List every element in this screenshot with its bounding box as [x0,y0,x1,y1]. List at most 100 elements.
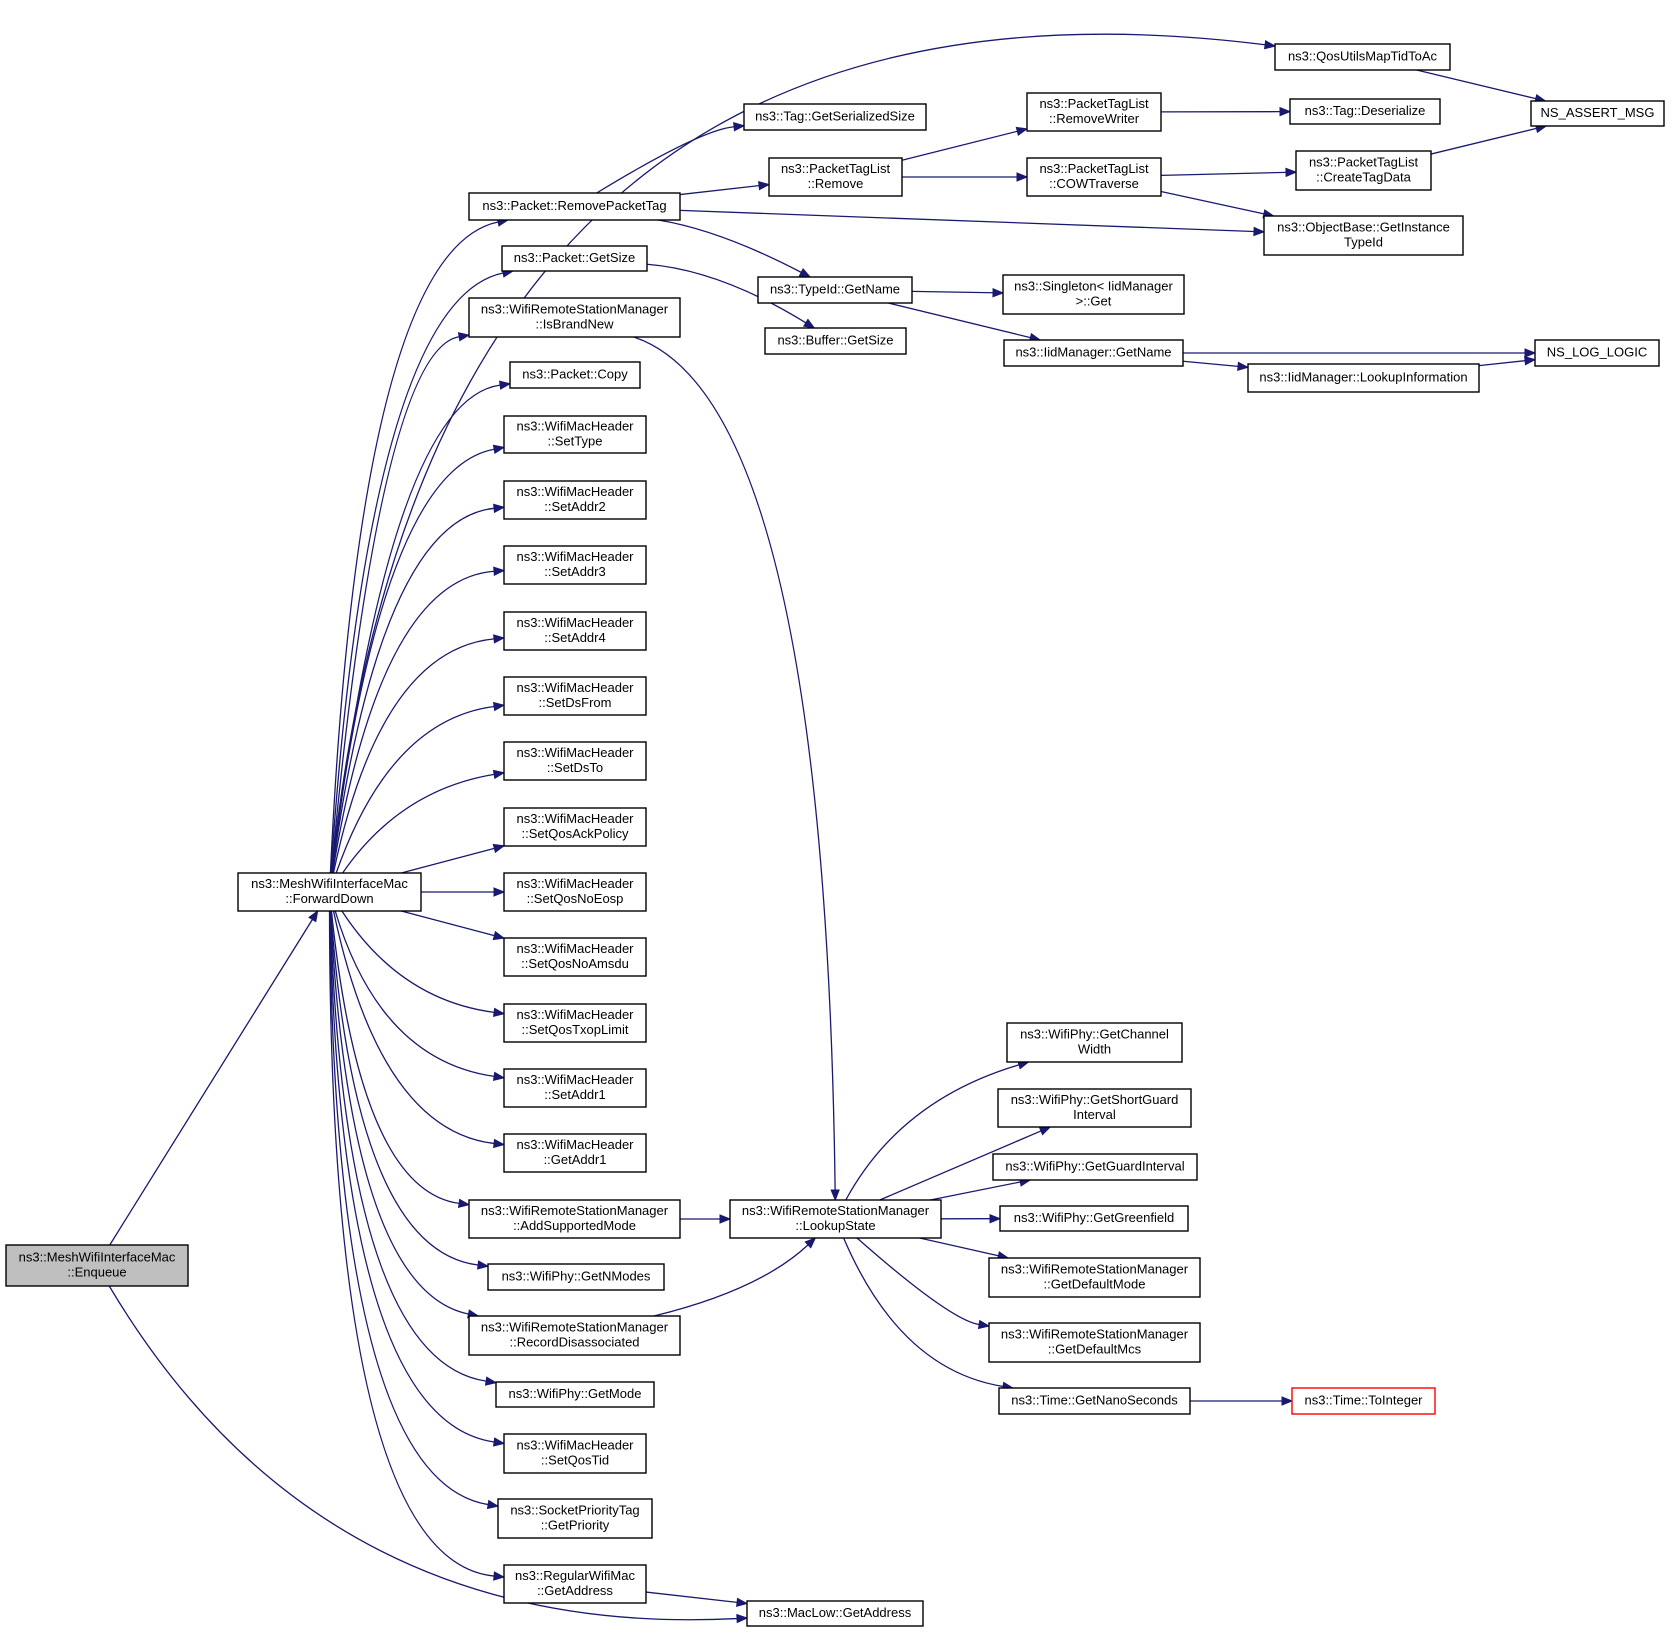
node-qosUtilsMapTidToAc[interactable]: ns3::QosUtilsMapTidToAc [1274,43,1451,71]
node-packetGetSize[interactable]: ns3::Packet::GetSize [501,245,648,272]
node-label: ns3::WifiMacHeader [516,419,634,434]
node-label: ns3::WifiMacHeader [516,549,634,564]
node-getNModes[interactable]: ns3::WifiPhy::GetNModes [487,1263,665,1291]
arrowhead-setAddr4 [493,634,506,644]
call-edge-qosUtilsMapTidToAc-to-nsAssertMsg [1416,69,1536,100]
node-createTagData[interactable]: ns3::PacketTagList::CreateTagData [1295,150,1432,191]
node-getGuardInterval[interactable]: ns3::WifiPhy::GetGuardInterval [992,1153,1198,1181]
node-label: ns3::WifiPhy::GetGreenfield [1014,1210,1174,1225]
node-setAddr2[interactable]: ns3::WifiMacHeader::SetAddr2 [503,480,647,520]
node-getAddr1[interactable]: ns3::WifiMacHeader::GetAddr1 [503,1133,647,1173]
node-box [503,676,647,716]
node-setAddr1[interactable]: ns3::WifiMacHeader::SetAddr1 [503,1068,647,1108]
node-box [503,1068,647,1108]
node-label: ns3::PacketTagList [1039,161,1149,176]
node-setAddr4[interactable]: ns3::WifiMacHeader::SetAddr4 [503,611,647,651]
node-setDsFrom[interactable]: ns3::WifiMacHeader::SetDsFrom [503,676,647,716]
node-box [503,937,647,977]
node-label: ::SetQosTxopLimit [522,1022,629,1037]
node-singletonGet[interactable]: ns3::Singleton< IidManager>::Get [1002,274,1185,315]
node-addSupportedMode[interactable]: ns3::WifiRemoteStationManager::AddSuppor… [468,1199,681,1239]
node-setQosTxopLimit[interactable]: ns3::WifiMacHeader::SetQosTxopLimit [503,1003,647,1043]
call-edge-removePacketTag-to-typeIdGetName [657,219,802,273]
node-label: ns3::MeshWifiInterfaceMac [251,876,408,891]
call-edge-forwardDown-to-getAddr1 [332,910,495,1145]
node-setQosAckPolicy[interactable]: ns3::WifiMacHeader::SetQosAckPolicy [503,807,647,847]
node-setQosNoAmsdu[interactable]: ns3::WifiMacHeader::SetQosNoAmsdu [503,937,647,977]
node-box [468,297,681,338]
node-enqueue[interactable]: ns3::MeshWifiInterfaceMac::Enqueue [5,1244,189,1287]
node-forwardDown[interactable]: ns3::MeshWifiInterfaceMac::ForwardDown [237,872,422,912]
node-label: ::Remove [808,176,864,191]
node-box [468,1199,681,1239]
node-box [1247,363,1480,393]
call-edge-forwardDown-to-recordDisassociated [329,910,469,1315]
node-setQosNoEosp[interactable]: ns3::WifiMacHeader::SetQosNoEosp [503,872,647,912]
call-edge-isBrandNew-to-lookupState [633,336,836,1191]
node-getDefaultMcs[interactable]: ns3::WifiRemoteStationManager::GetDefaul… [988,1322,1201,1363]
node-label: ::SetDsFrom [539,695,612,710]
node-lookupInformation[interactable]: ns3::IidManager::LookupInformation [1247,363,1480,393]
call-edge-removePacketTag-to-getInstanceTypeId [679,209,1255,233]
node-label: ns3::WifiRemoteStationManager [1001,1327,1189,1342]
node-cowTraverse[interactable]: ns3::PacketTagList::COWTraverse [1026,157,1162,197]
node-macLowGetAddress[interactable]: ns3::MacLow::GetAddress [746,1600,924,1627]
node-label: ::SetQosNoAmsdu [521,956,629,971]
node-tagDeserialize[interactable]: ns3::Tag::Deserialize [1289,98,1441,125]
node-getDefaultMode[interactable]: ns3::WifiRemoteStationManager::GetDefaul… [988,1257,1201,1298]
node-bufferGetSize[interactable]: ns3::Buffer::GetSize [764,327,907,355]
node-label: >::Get [1076,294,1112,309]
node-box [999,1205,1189,1232]
node-label: ::SetAddr1 [544,1087,605,1102]
node-tagGetSerializedSize[interactable]: ns3::Tag::GetSerializedSize [743,103,927,131]
node-recordDisassociated[interactable]: ns3::WifiRemoteStationManager::RecordDis… [468,1315,681,1356]
node-label: ns3::WifiMacHeader [516,680,634,695]
node-label: Interval [1073,1107,1116,1122]
node-typeIdGetName[interactable]: ns3::TypeId::GetName [757,276,913,304]
node-getNanoSeconds[interactable]: ns3::Time::GetNanoSeconds [998,1387,1191,1415]
node-packetTagListRemove[interactable]: ns3::PacketTagList::Remove [768,157,903,197]
node-lookupState[interactable]: ns3::WifiRemoteStationManager::LookupSta… [729,1199,942,1239]
node-label: ::GetAddr1 [544,1152,607,1167]
call-edge-lookupState-to-getGuardInterval [930,1181,1021,1201]
node-box [1026,92,1162,132]
call-edge-enqueue-to-macLowGetAddress [108,1285,738,1621]
node-nsLogLogic[interactable]: NS_LOG_LOGIC [1534,339,1660,367]
node-getPriority[interactable]: ns3::SocketPriorityTag::GetPriority [497,1498,653,1539]
node-setDsTo[interactable]: ns3::WifiMacHeader::SetDsTo [503,741,647,781]
node-getGreenfield[interactable]: ns3::WifiPhy::GetGreenfield [999,1205,1189,1232]
node-box [1002,274,1185,315]
node-nsAssertMsg[interactable]: NS_ASSERT_MSG [1530,100,1665,127]
node-iidGetName[interactable]: ns3::IidManager::GetName [1003,339,1184,367]
call-edge-packetTagListRemove-to-removeWriter [901,130,1018,161]
node-label: ::SetDsTo [547,760,603,775]
node-removeWriter[interactable]: ns3::PacketTagList::RemoveWriter [1026,92,1162,132]
node-label: ::CreateTagData [1316,170,1411,185]
node-packetCopy[interactable]: ns3::Packet::Copy [509,361,641,389]
node-removePacketTag[interactable]: ns3::Packet::RemovePacketTag [468,192,681,221]
node-regularGetAddress[interactable]: ns3::RegularWifiMac::GetAddress [503,1564,647,1604]
node-label: ns3::PacketTagList [1039,96,1149,111]
arrowhead-cowTraverse [1016,172,1029,182]
node-label: ::SetType [548,434,603,449]
node-setType[interactable]: ns3::WifiMacHeader::SetType [503,415,647,454]
node-label: ns3::PacketTagList [781,161,891,176]
node-setAddr3[interactable]: ns3::WifiMacHeader::SetAddr3 [503,545,647,585]
node-isBrandNew[interactable]: ns3::WifiRemoteStationManager::IsBrandNe… [468,297,681,338]
node-label: ns3::WifiRemoteStationManager [481,1320,669,1335]
node-toInteger[interactable]: ns3::Time::ToInteger [1291,1387,1436,1415]
node-setQosTid[interactable]: ns3::WifiMacHeader::SetQosTid [503,1433,647,1474]
call-edge-forwardDown-to-setQosTxopLimit [341,910,495,1014]
arrowhead-setQosTxopLimit [492,1007,506,1017]
node-label: ns3::TypeId::GetName [770,282,900,297]
node-phyGetMode[interactable]: ns3::WifiPhy::GetMode [495,1381,655,1408]
node-label: ns3::WifiPhy::GetGuardInterval [1005,1159,1184,1174]
node-label: ns3::WifiMacHeader [516,941,634,956]
node-box [237,872,422,912]
node-label: ns3::WifiMacHeader [516,615,634,630]
node-box [501,245,648,272]
node-box [503,415,647,454]
